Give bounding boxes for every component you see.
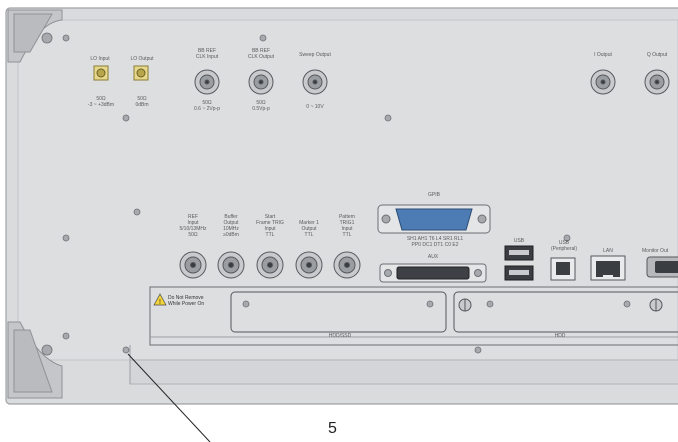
bay-frame	[149, 286, 678, 346]
gpib-label: GPIB	[428, 192, 440, 198]
svg-text:!: !	[159, 299, 161, 306]
ref-input-label: REF Input 5/10/13MHz 50Ω	[179, 214, 207, 238]
aux-connector	[379, 263, 487, 283]
lan-label: LAN	[603, 248, 613, 254]
buffer-output-label: Buffer Output 10MHz ≥0dBm	[223, 214, 239, 238]
hdd-bay	[453, 291, 678, 333]
bb-ref-clk-input-spec: 50Ω 0.6 ~ 2Vp-p	[194, 100, 220, 112]
usb-label: USB	[513, 238, 525, 244]
bb-ref-clk-output-label: BB REF CLK Output	[247, 48, 275, 60]
corner-bumper-top-inner	[13, 13, 53, 53]
bnc-middle-row	[179, 251, 361, 279]
monitor-out-port	[646, 256, 678, 278]
lo-input-spec: 50Ω -3 ~ +3dBm	[87, 96, 115, 108]
sweep-output-spec: 0 ~ 10V	[306, 104, 324, 110]
corner-bumper-bottom-inner	[13, 329, 53, 393]
i-output-label: I Output	[594, 52, 612, 58]
usb-peripheral-label: USB (Peripheral)	[550, 240, 578, 252]
gpib-connector	[377, 204, 491, 234]
hdd-ssd-label: HDD/SSD	[328, 333, 352, 339]
lo-output-label: LO Output	[130, 56, 154, 62]
lo-output-spec: 50Ω 0dBm	[135, 96, 149, 108]
gpib-spec: SH1 AH1 T6 L4 SR1 RL1 PP0 DC1 DT1 C0 E2	[406, 236, 464, 248]
usb-ports	[504, 245, 534, 281]
bb-ref-clk-input-label: BB REF CLK Input	[195, 48, 219, 60]
q-output-label: Q Output	[646, 52, 668, 58]
bottom-strip	[129, 359, 678, 385]
hdd-label: HDD	[554, 333, 566, 339]
usb-peripheral-port	[550, 257, 576, 281]
sweep-output-label: Sweep Output	[299, 52, 331, 58]
panel-face	[17, 19, 678, 361]
warning-icon	[153, 293, 167, 306]
panel-screws	[41, 32, 631, 356]
lo-input-label: LO Input	[90, 56, 110, 62]
warning-text: Do Not Remove While Power On	[168, 295, 205, 307]
pattern-trigger-input-label: Pattern TRIG1 Input TTL	[338, 214, 356, 238]
aux-label: AUX	[427, 254, 439, 260]
bnc-top-row	[194, 69, 670, 95]
start-frame-trigger-input-label: Start Frame TRIG Input TTL	[256, 214, 284, 238]
marker1-output-label: Marker 1 Output TTL	[299, 220, 319, 238]
bb-ref-clk-output-spec: 50Ω 0.5Vp-p	[252, 100, 270, 112]
callout-leader	[127, 353, 211, 442]
lo-connectors	[93, 65, 149, 81]
callout-number: 5	[328, 420, 337, 437]
hdd-ssd-bay	[230, 291, 447, 333]
monitor-out-label: Monitor Out	[642, 248, 669, 254]
lan-port	[590, 255, 626, 281]
